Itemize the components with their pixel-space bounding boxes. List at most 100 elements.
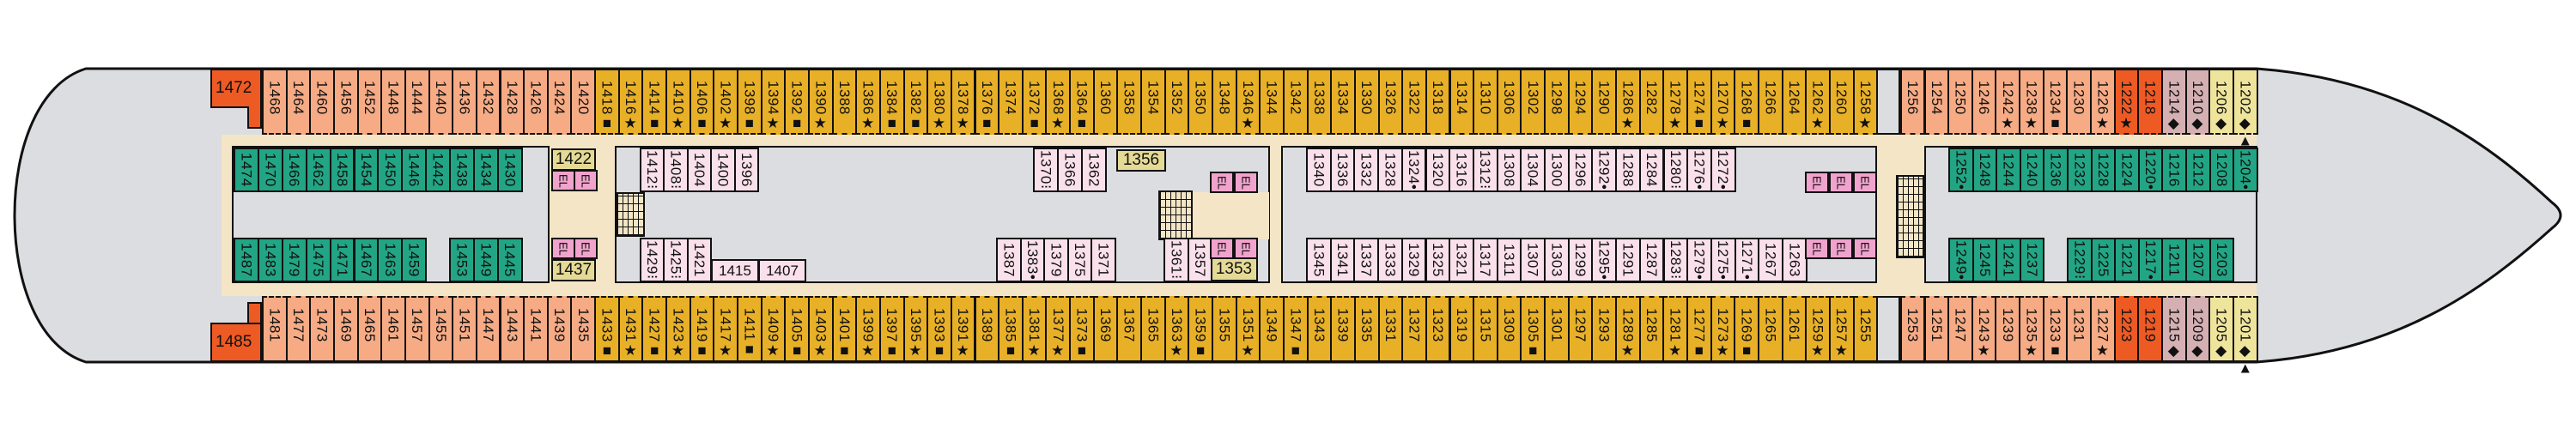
cabin[interactable]: 1449 xyxy=(472,238,499,282)
cabin[interactable]: 1407 xyxy=(758,259,806,282)
cabin[interactable]: 1317 xyxy=(1472,238,1498,282)
cabin[interactable]: 1268■ xyxy=(1734,69,1759,135)
cabin[interactable]: 1348 xyxy=(1212,69,1237,135)
cabin[interactable]: 1319 xyxy=(1449,296,1475,362)
cabin[interactable]: 1455 xyxy=(428,296,454,362)
cabin[interactable]: 1390★ xyxy=(807,69,834,135)
cabin[interactable]: 1457 xyxy=(404,296,430,362)
cabin[interactable]: 1293 xyxy=(1591,296,1618,362)
cabin[interactable]: 1420 xyxy=(570,69,597,135)
cabin[interactable]: 1261 xyxy=(1781,296,1807,362)
cabin[interactable]: 1249• xyxy=(1948,238,1974,282)
cabin[interactable]: 1462 xyxy=(305,148,331,192)
cabin-stern-suite-bottom[interactable]: 1485 xyxy=(210,323,262,362)
cabin[interactable]: 1470 xyxy=(257,148,283,192)
cabin[interactable]: 1201◆▲ xyxy=(2232,296,2258,377)
cabin[interactable]: 1395★ xyxy=(902,296,929,362)
cabin[interactable]: 1467 xyxy=(353,238,380,282)
cabin[interactable]: 1401■ xyxy=(831,296,858,362)
cabin[interactable]: 1327 xyxy=(1401,296,1427,362)
cabin[interactable]: 1340 xyxy=(1306,148,1332,192)
cabin[interactable]: 1316 xyxy=(1449,148,1474,192)
cabin[interactable]: 1211 xyxy=(2161,238,2187,282)
cabin[interactable]: 1347■ xyxy=(1282,296,1309,362)
cabin[interactable]: 1239 xyxy=(1995,296,2021,362)
cabin[interactable]: 1373■ xyxy=(1069,296,1095,362)
cabin[interactable]: 1206◆ xyxy=(2208,69,2234,135)
cabin[interactable]: 1450 xyxy=(377,148,404,192)
cabin[interactable]: 1439 xyxy=(546,296,573,362)
cabin[interactable]: 1209◆ xyxy=(2184,296,2211,362)
cabin[interactable]: 1466 xyxy=(281,148,307,192)
cabin[interactable]: 1339 xyxy=(1330,296,1356,362)
cabin[interactable]: 1460 xyxy=(309,69,335,135)
cabin[interactable]: 1329 xyxy=(1400,238,1427,282)
cabin[interactable]: 1432 xyxy=(475,69,501,135)
cabin[interactable]: 1471 xyxy=(329,238,355,282)
cabin[interactable]: 1221 xyxy=(2114,238,2140,282)
cabin[interactable]: 1219 xyxy=(2137,296,2163,362)
cabin[interactable]: 1281★ xyxy=(1662,296,1688,362)
cabin[interactable]: 1359■ xyxy=(1188,296,1213,362)
cabin[interactable]: 1205◆ xyxy=(2208,296,2234,362)
cabin[interactable]: 1207 xyxy=(2185,238,2211,282)
cabin[interactable]: 1235★ xyxy=(2019,296,2044,362)
cabin[interactable]: 1260 xyxy=(1828,69,1855,135)
cabin[interactable]: 1286★ xyxy=(1615,69,1641,135)
cabin[interactable]: 1253 xyxy=(1899,296,1926,362)
cabin[interactable]: 1246 xyxy=(1971,69,1997,135)
cabin[interactable]: 1443 xyxy=(499,296,526,362)
cabin[interactable]: 1350 xyxy=(1188,69,1213,135)
cabin[interactable]: 1301 xyxy=(1544,296,1570,362)
cabin[interactable]: 1229⁝ xyxy=(2067,238,2093,282)
cabin[interactable]: 1325 xyxy=(1425,238,1451,282)
cabin[interactable]: 1363★ xyxy=(1163,296,1190,362)
cabin[interactable]: 1446 xyxy=(401,148,428,192)
cabin[interactable]: 1444 xyxy=(404,69,430,135)
cabin[interactable]: 1247 xyxy=(1947,296,1973,362)
cabin[interactable]: 1393■ xyxy=(927,296,952,362)
cabin[interactable]: 1333 xyxy=(1377,238,1403,282)
cabin[interactable]: 1376■ xyxy=(974,69,1000,135)
cabin[interactable]: 1278★ xyxy=(1662,69,1688,135)
cabin[interactable]: 1382■ xyxy=(902,69,929,135)
cabin[interactable]: 1346★ xyxy=(1235,69,1261,135)
cabin[interactable]: 1465 xyxy=(356,296,383,362)
cabin[interactable]: 1374 xyxy=(998,69,1024,135)
cabin[interactable]: 1240 xyxy=(2019,148,2045,192)
cabin[interactable]: 1379 xyxy=(1043,238,1069,282)
cabin[interactable]: 1370⁝ xyxy=(1033,148,1059,192)
cabin[interactable]: 1430 xyxy=(496,148,523,192)
cabin[interactable]: 1385■ xyxy=(998,296,1024,362)
cabin[interactable]: 1256 xyxy=(1899,69,1926,135)
cabin[interactable]: 1351★ xyxy=(1235,296,1261,362)
cabin[interactable]: 1371 xyxy=(1091,238,1116,282)
cabin[interactable]: 1285 xyxy=(1638,296,1665,362)
cabin[interactable]: 1210◆ xyxy=(2184,69,2211,135)
cabin[interactable]: 1372■ xyxy=(1021,69,1048,135)
cabin[interactable]: 1427■ xyxy=(641,296,668,362)
cabin[interactable]: 1361⁝ xyxy=(1163,238,1189,282)
cabin[interactable]: 1287 xyxy=(1638,238,1665,282)
cabin[interactable]: 1250 xyxy=(1947,69,1973,135)
cabin[interactable]: 1255 xyxy=(1852,296,1879,362)
cabin[interactable]: 1384■ xyxy=(878,69,905,135)
cabin[interactable]: 1222★ xyxy=(2113,69,2140,135)
cabin[interactable]: 1315 xyxy=(1473,296,1498,362)
cabin[interactable]: 1284 xyxy=(1638,148,1665,192)
cabin[interactable]: 1352 xyxy=(1163,69,1190,135)
cabin[interactable]: 1270★ xyxy=(1710,69,1736,135)
cabin[interactable]: 1442 xyxy=(425,148,452,192)
cabin[interactable]: 1397■ xyxy=(878,296,905,362)
cabin[interactable]: 1269■ xyxy=(1734,296,1759,362)
cabin[interactable]: 1226★ xyxy=(2090,69,2116,135)
cabin[interactable]: 1306 xyxy=(1496,69,1522,135)
cabin[interactable]: 1362 xyxy=(1081,148,1107,192)
cabin[interactable]: 1332 xyxy=(1353,148,1380,192)
cabin[interactable]: 1309 xyxy=(1496,296,1522,362)
cabin[interactable]: 1223 xyxy=(2113,296,2140,362)
cabin[interactable]: 1425⁝ xyxy=(663,238,689,282)
cabin[interactable]: 1233■ xyxy=(2042,296,2069,362)
cabin[interactable]: 1266 xyxy=(1757,69,1783,135)
cabin[interactable]: 1405■ xyxy=(784,296,810,362)
